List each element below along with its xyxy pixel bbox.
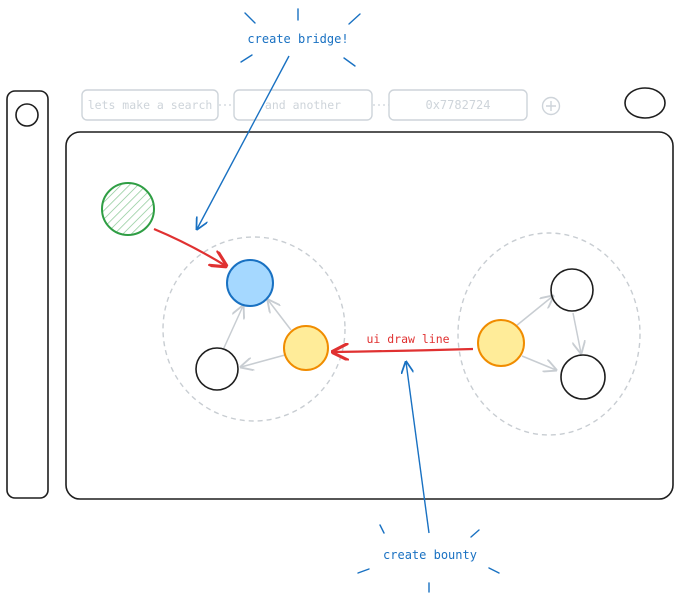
edge-draw-line	[333, 349, 474, 352]
green-node[interactable]	[101, 182, 155, 236]
create-bridge-label: create bridge!	[247, 32, 348, 46]
draw-line-label: ui draw line	[366, 332, 449, 346]
create-bridge-arrow	[197, 55, 290, 229]
edge-right-yellow-to-bottom	[521, 355, 556, 370]
search-input[interactable]	[81, 89, 219, 121]
create-bounty-label: create bounty	[383, 548, 477, 562]
black-node-right-top[interactable]	[550, 268, 594, 312]
plus-circle-icon[interactable]	[541, 96, 561, 116]
address-field[interactable]	[388, 89, 528, 121]
yellow-node-right[interactable]	[477, 319, 525, 367]
create-bounty-rays	[357, 524, 500, 593]
create-bridge-rays	[240, 8, 361, 67]
right-cluster-boundary	[457, 232, 641, 436]
edge-black-to-blue	[222, 306, 243, 351]
search-placeholder: lets make a search	[88, 98, 213, 112]
blue-node[interactable]	[226, 259, 274, 307]
second-search-placeholder: and another	[265, 98, 341, 112]
left-sidebar	[6, 90, 49, 499]
main-canvas	[65, 131, 674, 500]
edge-yellow-to-blue	[268, 300, 292, 331]
black-node-left[interactable]	[195, 347, 239, 391]
create-bounty-arrow	[406, 362, 430, 534]
top-right-circle-icon[interactable]	[624, 87, 666, 119]
edge-right-top-to-bottom	[573, 312, 581, 353]
edge-green-to-blue	[153, 227, 226, 266]
edge-right-yellow-to-top	[515, 296, 553, 327]
black-node-right-bottom[interactable]	[560, 354, 606, 400]
sidebar-circle-icon[interactable]	[15, 103, 39, 127]
second-search-input[interactable]	[233, 89, 373, 121]
left-cluster-boundary	[162, 236, 346, 422]
yellow-node-left[interactable]	[283, 325, 329, 371]
address-value: 0x7782724	[425, 98, 490, 112]
edge-yellow-to-black	[241, 354, 286, 367]
